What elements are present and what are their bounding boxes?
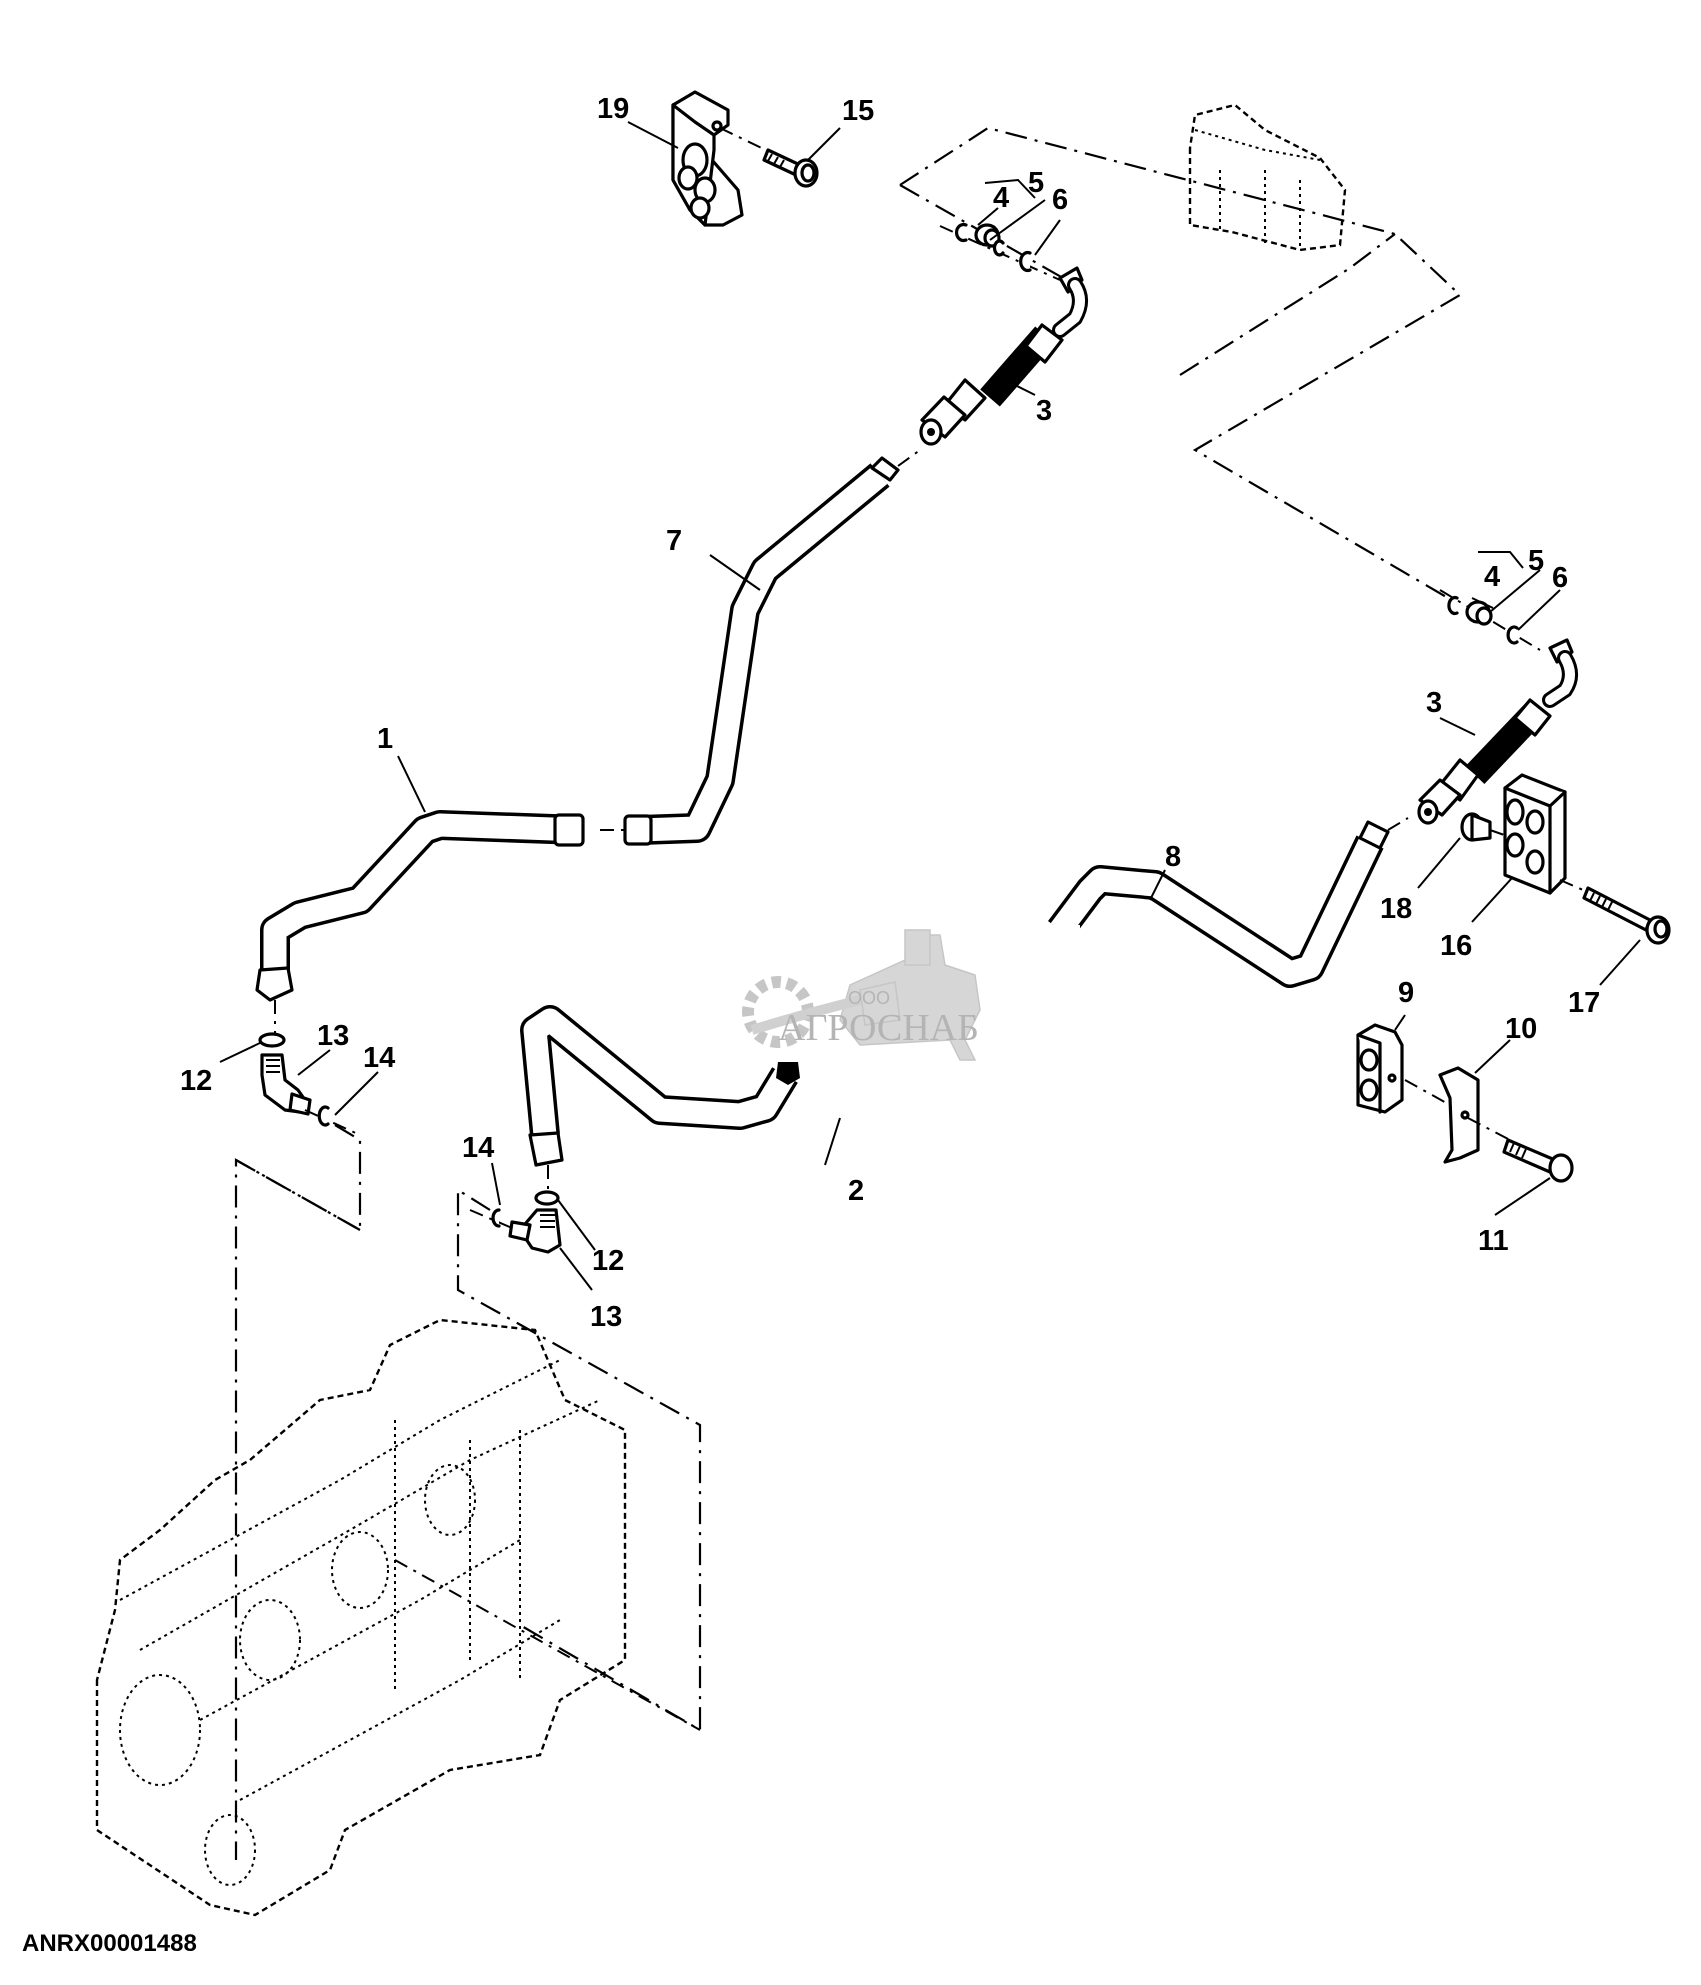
line-7 [600,449,921,846]
gear-watermark-icon [742,976,862,1048]
callout-16[interactable]: 16 [1440,930,1472,962]
clamp-9 [1356,1023,1404,1114]
callout-12-left[interactable]: 12 [180,1065,212,1097]
fitting-group-lower [1439,589,1541,651]
plug-18 [1460,812,1511,842]
callout-14-left[interactable]: 14 [363,1042,395,1074]
callout-10[interactable]: 10 [1505,1013,1537,1045]
combine-harvester-watermark-icon [839,929,981,1061]
cap-screw-15 [719,127,819,188]
manifold-block-19 [671,90,744,227]
line-2 [520,1005,800,1190]
watermark-prefix: ООО [848,988,890,1008]
callout-17[interactable]: 17 [1568,987,1600,1019]
hose-3-upper [919,266,1088,446]
callout-4-upper[interactable]: 4 [993,182,1009,214]
engine-block-ghost [95,1318,701,1917]
line-1 [255,810,585,1045]
callout-13-left[interactable]: 13 [317,1020,349,1052]
callout-11[interactable]: 11 [1478,1225,1509,1257]
callout-5-lower[interactable]: 5 [1528,545,1544,577]
callout-15[interactable]: 15 [842,95,874,127]
callout-8[interactable]: 8 [1165,841,1181,873]
leader-lines [219,121,1641,1291]
watermark-name: АГРОСНАБ [778,1007,979,1049]
callout-3-lower[interactable]: 3 [1426,687,1442,719]
figure-id: ANRX00001488 [22,1930,197,1957]
callout-19[interactable]: 19 [597,93,629,125]
callout-3-upper[interactable]: 3 [1036,395,1052,427]
fitting-group-upper [939,222,1061,281]
callout-14-middle[interactable]: 14 [462,1132,494,1164]
line-8 [1048,817,1409,988]
clamp-plate-10 [1404,1066,1480,1164]
callout-1[interactable]: 1 [377,723,393,755]
elbow-group-left [258,1032,361,1136]
callout-6-lower[interactable]: 6 [1552,562,1568,594]
callout-12-middle[interactable]: 12 [592,1245,624,1277]
cap-screw-11 [1467,1117,1574,1183]
watermark: ООО АГРОСНАБ [742,929,981,1061]
callout-2[interactable]: 2 [848,1175,864,1207]
callout-9[interactable]: 9 [1398,977,1414,1009]
callout-18[interactable]: 18 [1380,893,1412,925]
callout-6-upper[interactable]: 6 [1052,184,1068,216]
valve-housing-ghost [1188,103,1347,252]
cap-screw-17 [1559,879,1671,945]
callout-13-middle[interactable]: 13 [590,1301,622,1333]
callout-5-upper[interactable]: 5 [1028,167,1044,199]
manifold-block-16 [1503,773,1567,895]
callout-4-lower[interactable]: 4 [1484,561,1500,593]
callout-7[interactable]: 7 [666,525,682,557]
callouts: 19 15 4 5 6 3 7 4 5 6 3 1 8 18 16 17 13 … [180,93,1600,1333]
elbow-group-middle [469,1190,562,1254]
hose-3-lower [1417,638,1578,825]
